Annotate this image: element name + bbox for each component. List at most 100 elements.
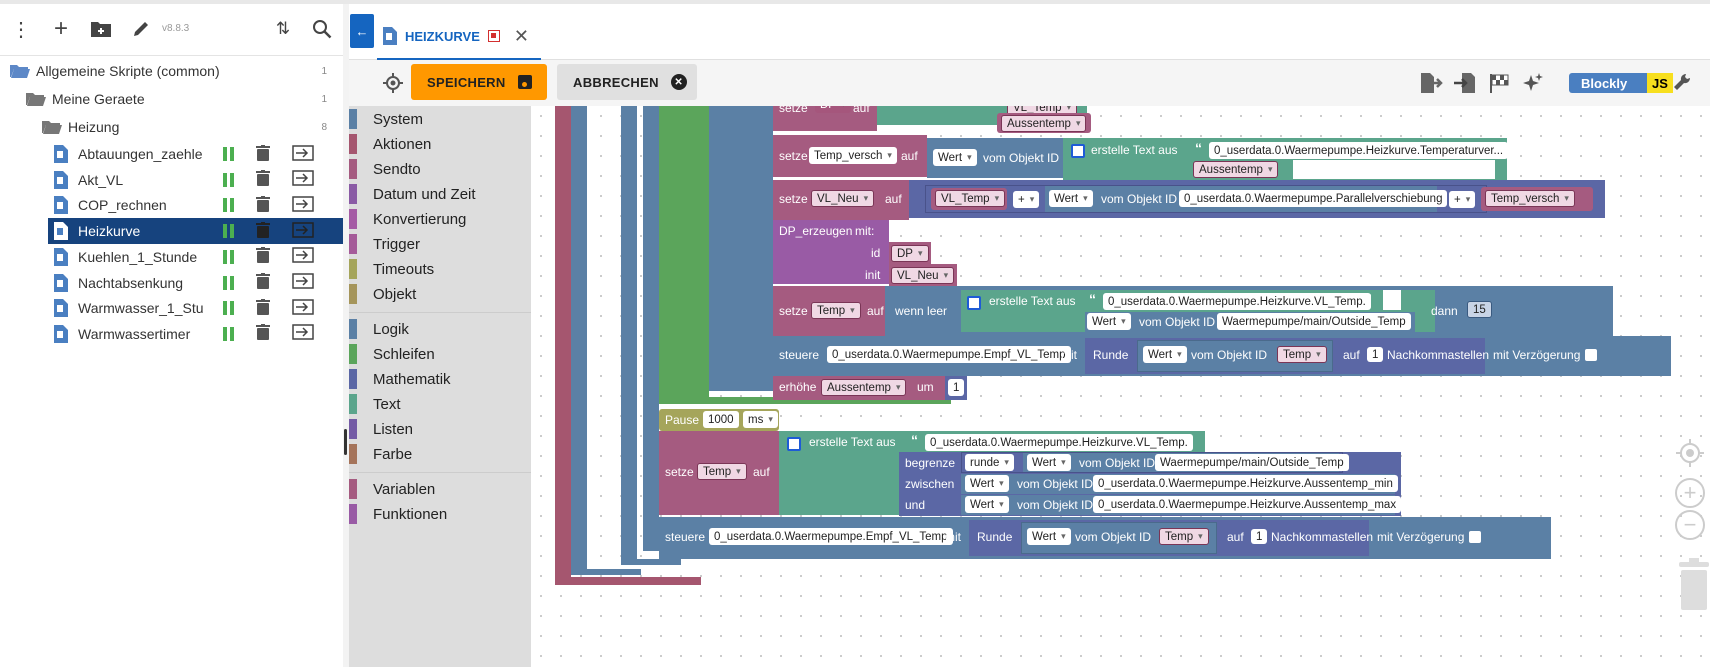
delete-icon[interactable] [256,221,270,241]
number-field[interactable]: 1 [1251,529,1268,544]
pause-block[interactable]: Pause 1000 ms [659,409,779,431]
toolbox-category[interactable]: Trigger [349,233,531,255]
run-pause-icon[interactable] [222,223,236,239]
inner-logic-block[interactable] [709,106,727,391]
toolbox-category[interactable]: Text [349,393,531,415]
tree-folder-root[interactable]: Allgemeine Skripte (common) 1 [0,57,343,85]
var-field[interactable]: Temp_versch [1485,190,1575,207]
delay-checkbox[interactable] [1469,531,1481,543]
toolbox-category[interactable]: Timeouts [349,258,531,280]
try-block[interactable] [571,106,587,569]
if-empty-block[interactable]: wenn leer erstelle Text aus “ 0_userdata… [885,286,1613,336]
var-field[interactable]: VL_Neu [891,267,955,284]
set-temp-outer-block[interactable]: setze Temp auf [659,431,779,515]
var-field[interactable]: DP [815,106,851,113]
move-to-icon[interactable] [292,221,314,241]
toolbox-category[interactable]: System [349,108,531,130]
toolbox-category[interactable]: Funktionen [349,503,531,525]
move-to-icon[interactable] [292,196,314,215]
loop-block[interactable] [659,106,709,403]
toolbox-category[interactable]: Aktionen [349,133,531,155]
toolbox-category[interactable]: Schleifen [349,343,531,365]
delete-icon[interactable] [256,195,270,215]
operator-field[interactable]: + [1449,191,1476,208]
toolbox-category[interactable]: Datum und Zeit [349,183,531,205]
var-field[interactable]: VL_Neu [811,190,875,207]
var-vl-neu-block[interactable]: VL_Neu [889,264,957,286]
search-icon[interactable] [309,16,335,42]
toolbox-category[interactable]: Listen [349,418,531,440]
collapse-arrow-icon[interactable]: ← [350,14,374,48]
number-field[interactable]: 15 [1467,301,1492,318]
run-pause-icon[interactable] [222,146,236,162]
sort-icon[interactable]: ⇅ [275,19,291,38]
gear-icon[interactable] [787,437,801,451]
text-field[interactable]: 0_userdata.0.Waermepumpe.Heizkurve.VL_Te… [925,434,1193,451]
zoom-out-icon[interactable]: − [1675,510,1705,540]
add-icon[interactable]: + [53,15,68,42]
dropdown-field[interactable]: Wert [965,475,1009,492]
toolbox-category[interactable]: Mathematik [349,368,531,390]
oid-field[interactable]: Waermepumpe/main/Outside_Temp [1217,313,1411,330]
var-dp-block[interactable]: DP [889,242,931,264]
script-item[interactable]: Abtauungen_zaehle [0,141,343,167]
oid-field[interactable]: 0_userdata.0.Waermepumpe.Heizkurve.Ausse… [1093,496,1402,513]
zoom-in-icon[interactable]: + [1675,478,1705,508]
run-pause-icon[interactable] [222,249,236,265]
dropdown-field[interactable]: Wert [965,496,1009,513]
dropdown-field[interactable]: Wert [1143,346,1187,363]
increment-block[interactable]: erhöhe Aussentemp um [773,376,945,400]
run-pause-icon[interactable] [222,197,236,213]
create-text-block[interactable]: erstelle Text aus “ 0_userdata.0.Waermep… [1063,138,1509,180]
var-field[interactable]: Temp [697,463,747,480]
text-field[interactable]: 0_userdata.0.Waermepumpe.Heizkurve.Tempe… [1209,142,1509,159]
math-add-block[interactable]: VL_Temp + Wert vom Objekt ID 0_userdata.… [909,180,1605,218]
script-item[interactable]: Warmwassertimer [0,321,343,347]
var-field[interactable]: Temp_versch [809,147,897,164]
dropdown-field[interactable]: Wert [1027,528,1071,545]
var-field[interactable]: Temp [1159,528,1209,545]
unit-dropdown[interactable]: ms [743,411,778,428]
toolbox-category[interactable]: Variablen [349,478,531,500]
run-pause-icon[interactable] [222,172,236,188]
sparkle-icon[interactable] [1519,70,1547,96]
export-icon[interactable] [1417,70,1445,96]
oid-field[interactable]: 0_userdata.0.Waermepumpe.Parallelverschi… [1179,190,1448,207]
run-pause-icon[interactable] [222,326,236,342]
oid-field[interactable]: 0_userdata.0.Waermepumpe.Heizkurve.Ausse… [1093,475,1398,492]
get-value-block[interactable]: Wert vom Objekt ID [927,138,1063,178]
more-vert-icon[interactable]: ⋮ [11,18,31,41]
dropdown-field[interactable]: Wert [1027,454,1071,471]
run-pause-icon[interactable] [222,300,236,316]
var-field[interactable]: Aussentemp [1001,115,1087,132]
toolbox-category[interactable]: Farbe [349,443,531,465]
number-field[interactable]: 1000 [703,411,739,428]
script-item[interactable]: Heizkurve [48,218,343,245]
number-block[interactable]: 1 [945,376,967,400]
edit-pencil-icon[interactable] [128,16,154,42]
clamp-block[interactable]: begrenze zwischen und runde Wert vom Obj… [899,452,1402,516]
set-dp-block[interactable]: setze DP auf [773,106,877,131]
dropdown-field[interactable]: Wert [1087,313,1131,330]
number-field[interactable]: 1 [948,379,965,396]
var-field[interactable]: Aussentemp [1193,161,1279,178]
oid-field[interactable]: 0_userdata.0.Waermepumpe.Empf_VL_Temp [709,528,953,545]
run-pause-icon[interactable] [222,275,236,291]
close-tab-icon[interactable]: ✕ [513,25,529,46]
stop-icon[interactable] [487,30,500,42]
delay-checkbox[interactable] [1585,349,1597,361]
script-item[interactable]: Kuehlen_1_Stunde [0,244,343,270]
gear-icon[interactable] [1071,144,1085,158]
control-block-1[interactable]: steuere 0_userdata.0.Waermepumpe.Empf_VL… [773,336,1671,376]
recenter-icon[interactable] [1675,438,1705,468]
delete-icon[interactable] [256,170,270,189]
save-button[interactable]: SPEICHERN [411,64,547,100]
if-inner-block[interactable] [643,106,659,551]
wrench-icon[interactable] [1669,70,1697,96]
pane-splitter[interactable] [343,4,349,667]
script-item[interactable]: Akt_VL [0,167,343,193]
dropdown-field[interactable]: runde [965,454,1014,471]
var-field[interactable]: Temp [1277,346,1327,363]
var-aussentemp-block[interactable]: Aussentemp [997,113,1091,133]
move-to-icon[interactable] [292,273,314,292]
